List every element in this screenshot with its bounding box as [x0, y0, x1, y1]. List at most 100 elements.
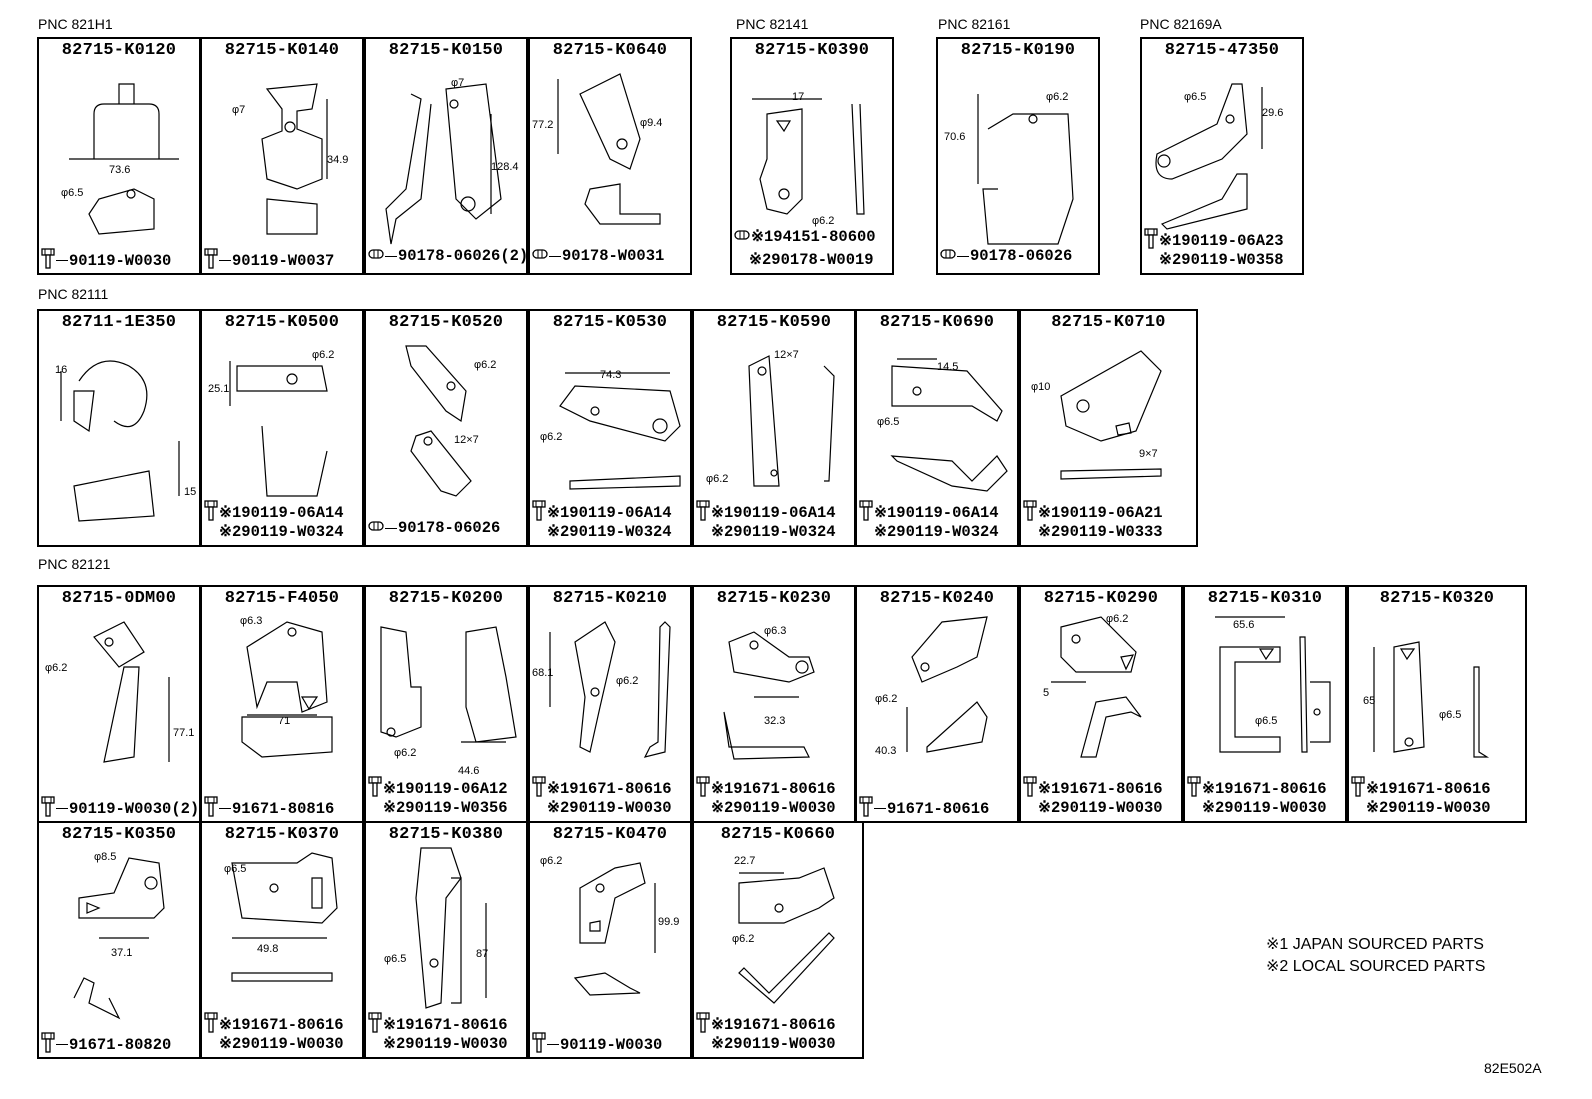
fastener-entry: ※191671-80616: [1187, 775, 1327, 802]
part-number: 82715-K0290: [1043, 589, 1159, 608]
dimension-label: φ9.4: [640, 117, 663, 129]
clip-icon: [368, 247, 384, 265]
dimension-label: 12×7: [774, 349, 799, 361]
part-number: 82715-K0190: [960, 41, 1076, 60]
fastener-part-number: 90119-W0030: [560, 1035, 663, 1054]
part-sketch: [1060, 350, 1162, 480]
fastener-entry: 90119-W0037: [204, 247, 334, 274]
dimension-label: 40.3: [875, 745, 897, 757]
dimension-label: 25.1: [208, 383, 230, 395]
bolt-icon: [1144, 227, 1158, 254]
fastener-part-number: ※290119-W0030: [1366, 799, 1491, 817]
fastener-entry: ※191671-80616: [532, 775, 672, 802]
bolt-icon: [696, 775, 710, 802]
clip-icon: [368, 519, 384, 537]
fastener-entry: ※290119-W0324: [532, 522, 672, 541]
dimension-label: φ6.2: [312, 349, 335, 361]
fastener-entry: ※290119-W0030: [696, 1034, 836, 1053]
fastener-entry: ※290119-W0333: [1023, 522, 1163, 541]
fastener-entry: ※190119-06A14: [859, 499, 999, 526]
fastener-part-number: ※290119-W0030: [219, 1035, 344, 1053]
part-sketch: [231, 852, 338, 982]
dimension-label: 99.9: [658, 916, 680, 928]
part-number: 82715-K0350: [61, 825, 177, 844]
fastener-part-number: 91671-80820: [69, 1035, 172, 1054]
part-number: 82715-K0520: [388, 313, 504, 332]
dimension-label: 34.9: [327, 154, 349, 166]
dimension-label: 29.6: [1262, 107, 1284, 119]
fastener-part-number: ※191671-80616: [711, 780, 836, 798]
fastener-part-number: ※194151-80600: [751, 228, 876, 246]
part-number: 82715-K0530: [552, 313, 668, 332]
part-sketch: [405, 345, 472, 497]
bolt-icon: [532, 499, 546, 526]
dimension-label: φ6.2: [45, 662, 68, 674]
dimension-label: φ6.3: [764, 625, 787, 637]
bolt-icon: [1351, 775, 1365, 802]
part-sketch: [573, 862, 656, 996]
fastener-entry: 90119-W0030(2): [41, 795, 199, 822]
dimension-label: 32.3: [764, 715, 786, 727]
fastener-part-number: ※290119-W0030: [547, 799, 672, 817]
part-number: 82715-47350: [1164, 41, 1280, 60]
bolt-icon: [368, 1011, 382, 1038]
leader-line: [547, 1044, 559, 1045]
dimension-label: φ6.2: [616, 675, 639, 687]
part-sketch: [60, 360, 180, 522]
part-number: 82715-K0210: [552, 589, 668, 608]
fastener-entry: ※190119-06A12: [368, 775, 508, 802]
fastener-part-number: 90119-W0030(2): [69, 799, 200, 818]
part-number: 82715-K0590: [716, 313, 832, 332]
part-sketch: [748, 355, 835, 487]
dimension-label: φ6.2: [394, 747, 417, 759]
dimension-label: 12×7: [454, 434, 479, 446]
part-number: 82715-K0660: [720, 825, 836, 844]
leader-line: [874, 808, 886, 809]
bolt-icon: [204, 499, 218, 526]
fastener-part-number: ※290119-W0030: [711, 799, 836, 817]
bolt-icon: [204, 247, 218, 274]
part-sketch: [549, 621, 671, 758]
dimension-label: φ6.5: [1255, 715, 1278, 727]
leader-line: [56, 1044, 68, 1045]
pnc-label: PNC 82111: [38, 286, 109, 302]
dimension-label: 71: [278, 715, 291, 727]
fastener-part-number: ※190119-06A23: [1159, 232, 1284, 250]
fastener-part-number: ※290119-W0324: [219, 523, 344, 541]
fastener-part-number: ※191671-80616: [711, 1016, 836, 1034]
fastener-entry: ※290119-W0030: [696, 798, 836, 817]
dimension-label: 87: [476, 948, 489, 960]
dimension-label: φ6.5: [224, 863, 247, 875]
bolt-icon: [859, 499, 873, 526]
leader-line: [385, 527, 397, 529]
fastener-part-number: 90119-W0030: [69, 251, 172, 270]
pnc-label: PNC 82141: [736, 16, 809, 32]
pnc-label: PNC 82121: [38, 556, 111, 572]
part-sketch: [1215, 616, 1331, 753]
fastener-entry: 91671-80820: [41, 1031, 171, 1058]
fastener-entry: ※290119-W0030: [368, 1034, 508, 1053]
fastener-part-number: ※290119-W0333: [1038, 523, 1163, 541]
fastener-entry: ※191671-80616: [696, 775, 836, 802]
dimension-label: 17: [792, 91, 805, 103]
dimension-label: 73.6: [109, 164, 131, 176]
part-number: 82715-K0380: [388, 825, 504, 844]
dimension-label: 37.1: [111, 947, 133, 959]
fastener-part-number: 90178-06026: [970, 247, 1073, 265]
fastener-entry: ※191671-80616: [368, 1011, 508, 1038]
part-number: 82715-K0230: [716, 589, 832, 608]
part-number: 82715-K0640: [552, 41, 668, 60]
fastener-entry: ※290178-W0019: [734, 250, 874, 269]
dimension-label: φ6.2: [875, 693, 898, 705]
fastener-entry: ※290119-W0358: [1144, 250, 1284, 269]
dimension-label: φ10: [1031, 381, 1051, 393]
